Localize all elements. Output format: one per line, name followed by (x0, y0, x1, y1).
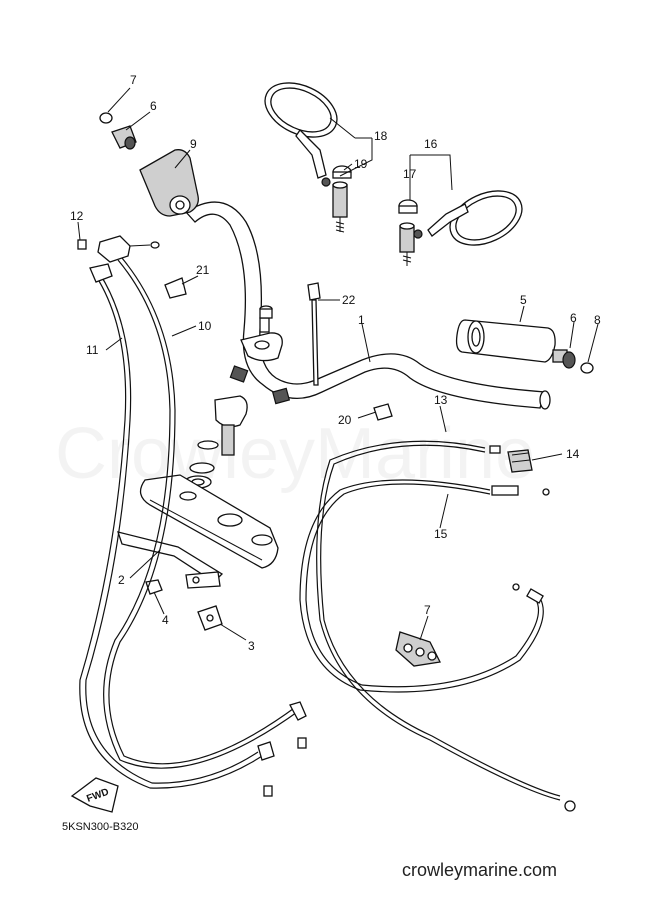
fwd-arrow: FWD (70, 777, 119, 813)
throttle-cable-9 (103, 257, 307, 769)
callout-5: 5 (520, 293, 527, 307)
callout-4: 4 (162, 613, 169, 627)
handlebar-holder-lower (184, 395, 248, 489)
left-mirror (264, 82, 348, 233)
leader-lines (77, 87, 599, 641)
left-grip (139, 149, 199, 217)
adjuster-13 (507, 449, 533, 473)
grip-end-6-right (552, 349, 576, 369)
upper-bracket (139, 474, 279, 569)
grip-end-7-left (99, 112, 113, 124)
website-label: crowleymarine.com (402, 860, 557, 880)
cable-18 (299, 479, 550, 693)
callout-2: 2 (118, 573, 125, 587)
callout-14: 16 (424, 137, 438, 151)
callout-17: 19 (354, 157, 368, 171)
callout-16: 18 (374, 129, 388, 143)
callout-1: 1 (358, 313, 365, 327)
callout-labels: 7 6 9 18 19 16 17 12 21 22 10 11 1 5 6 8… (70, 73, 601, 653)
cable-guide-2 (117, 531, 224, 589)
callout-9: 10 (198, 319, 212, 333)
callout-3: 3 (248, 639, 255, 653)
cable-tie (307, 282, 321, 386)
callout-7-right: 8 (594, 313, 601, 327)
callout-22: 22 (342, 293, 356, 307)
callout-6-left: 6 (150, 99, 157, 113)
clamp-3 (197, 605, 223, 631)
callout-11: 12 (70, 209, 84, 223)
callout-12: 13 (434, 393, 448, 407)
throttle-cable-10 (79, 263, 275, 797)
grip-end-7-right (580, 362, 594, 374)
callout-21: 21 (196, 263, 210, 277)
callout-6-right: 6 (570, 311, 577, 325)
callout-19: 7 (424, 603, 431, 617)
grip-end-6-left (111, 125, 137, 150)
callout-10: 11 (86, 343, 99, 357)
right-mirror (399, 190, 523, 266)
callout-18: 15 (434, 527, 448, 541)
callout-15: 17 (403, 167, 417, 181)
clamp-19 (395, 631, 441, 667)
clamp-20 (373, 403, 393, 421)
watermark-text: CrowleyMarine (55, 414, 535, 494)
right-grip (455, 319, 556, 363)
callout-13: 14 (566, 447, 580, 461)
diagram-code: 5KSN300-B320 (62, 821, 138, 833)
throttle-housing (77, 235, 160, 263)
handlebar-holder-upper (240, 305, 283, 362)
mirror-nut-15 (398, 199, 418, 214)
clamp-21 (164, 277, 187, 299)
callout-20: 20 (338, 413, 352, 427)
cable-12 (316, 440, 576, 812)
callout-7-left: 7 (130, 73, 137, 87)
handlebar (185, 201, 551, 410)
callout-8: 9 (190, 137, 197, 151)
